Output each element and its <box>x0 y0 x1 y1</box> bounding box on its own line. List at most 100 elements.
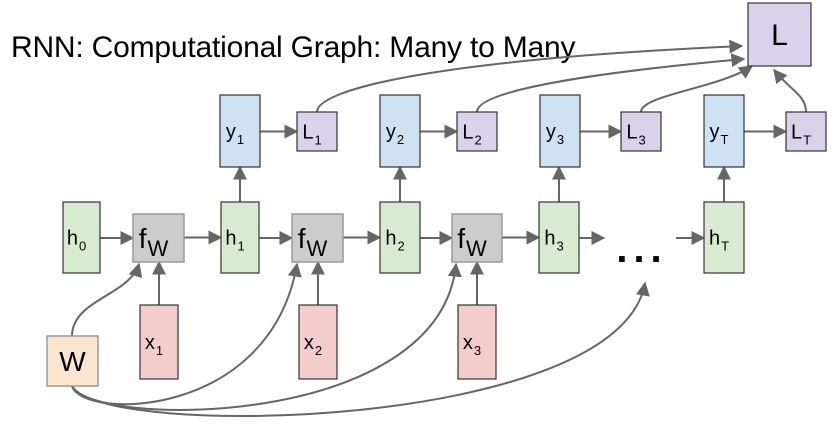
node-h0: h0 <box>62 201 101 274</box>
node-L1-subscript: 1 <box>314 133 321 148</box>
node-h3-box <box>538 201 580 274</box>
node-x3-symbol: x <box>463 332 473 354</box>
node-h0-subscript: 0 <box>79 239 86 254</box>
node-L-box <box>747 2 812 67</box>
node-f3-subscript: W <box>466 236 487 261</box>
node-yT-box <box>703 94 745 168</box>
node-f3: fW <box>451 213 503 263</box>
node-hT-symbol: h <box>709 228 720 250</box>
node-f1-label: fW <box>139 223 169 261</box>
node-LT-subscript: T <box>803 133 811 148</box>
node-h2: h2 <box>379 201 421 274</box>
node-LT: LT <box>785 111 827 152</box>
edge-W-to-f2 <box>71 262 302 406</box>
node-L: L <box>747 2 812 67</box>
node-L3-subscript: 3 <box>638 133 645 148</box>
node-L1: L1 <box>296 111 338 152</box>
node-x2-label: x2 <box>304 332 322 358</box>
node-f1: fW <box>132 213 185 263</box>
node-x3-box <box>457 304 497 380</box>
node-x3-subscript: 3 <box>474 343 481 358</box>
edge-L2-to-L <box>476 53 746 113</box>
node-f1-subscript: W <box>148 236 169 261</box>
node-h1-subscript: 1 <box>237 239 244 254</box>
node-x1-box <box>139 304 179 380</box>
node-LT-box <box>785 111 827 152</box>
node-h2-box <box>379 201 421 274</box>
node-y3-symbol: y <box>546 121 556 143</box>
node-f2-subscript: W <box>307 236 328 261</box>
node-f2-symbol: f <box>298 223 306 254</box>
node-L2: L2 <box>456 111 498 152</box>
node-h0-label: h0 <box>67 228 86 254</box>
node-yT-subscript: T <box>721 132 729 147</box>
node-h2-symbol: h <box>385 228 396 250</box>
node-W-symbol: W <box>59 346 86 377</box>
node-h1: h1 <box>220 201 260 274</box>
node-x2-box <box>298 304 338 380</box>
node-x1-subscript: 1 <box>156 343 163 358</box>
node-y2-label: y2 <box>386 121 404 147</box>
node-L2-symbol: L <box>462 122 473 144</box>
node-LT-symbol: L <box>791 122 802 144</box>
node-W-box <box>46 335 99 387</box>
node-L2-label: L2 <box>462 122 481 148</box>
diagram-title: RNN: Computational Graph: Many to Many <box>11 31 576 64</box>
node-f2-label: fW <box>298 223 328 261</box>
node-h1-symbol: h <box>225 228 236 250</box>
ellipsis-dots: ... <box>616 227 667 271</box>
node-h3-label: h3 <box>544 228 563 254</box>
edge-LT-to-L <box>773 68 807 113</box>
node-hT: hT <box>703 201 745 274</box>
node-y1-symbol: y <box>226 121 236 143</box>
node-h1-label: h1 <box>225 228 244 254</box>
edge-W-to-f1 <box>71 262 143 337</box>
node-f3-symbol: f <box>457 223 465 254</box>
node-x2: x2 <box>298 304 338 380</box>
node-L-symbol: L <box>771 19 788 52</box>
node-h3-symbol: h <box>544 228 555 250</box>
node-y3-label: y3 <box>546 121 564 147</box>
edge-L1-to-L <box>316 39 744 113</box>
node-hT-box <box>703 201 745 274</box>
node-W: W <box>46 335 99 387</box>
edges-layer <box>71 39 807 417</box>
node-h0-box <box>62 201 101 274</box>
node-L1-symbol: L <box>302 122 313 144</box>
node-L1-box <box>296 111 338 152</box>
node-y2-subscript: 2 <box>397 132 404 147</box>
node-W-label: W <box>59 346 86 377</box>
node-f1-box <box>132 213 185 263</box>
node-y2-box <box>379 94 421 168</box>
node-y3-subscript: 3 <box>557 132 564 147</box>
node-h0-symbol: h <box>67 228 78 250</box>
node-yT: yT <box>703 94 745 168</box>
node-x1-label: x1 <box>145 332 163 358</box>
node-h1-box <box>220 201 260 274</box>
node-x2-subscript: 2 <box>315 343 322 358</box>
node-x2-symbol: x <box>304 332 314 354</box>
node-x1: x1 <box>139 304 179 380</box>
node-L2-box <box>456 111 498 152</box>
node-L3-box <box>620 111 662 152</box>
node-h2-subscript: 2 <box>397 239 404 254</box>
node-yT-symbol: y <box>710 121 720 143</box>
edge-W-to-ellipsis <box>71 281 650 417</box>
node-hT-subscript: T <box>721 239 729 254</box>
node-LT-label: LT <box>791 122 811 148</box>
node-y1-box <box>219 94 261 168</box>
node-y1: y1 <box>219 94 261 168</box>
node-hT-label: hT <box>709 228 729 254</box>
node-y3: y3 <box>539 94 581 168</box>
node-f3-box <box>451 213 503 263</box>
node-h3-subscript: 3 <box>556 239 563 254</box>
node-x3-label: x3 <box>463 332 481 358</box>
node-x3: x3 <box>457 304 497 380</box>
node-y1-label: y1 <box>226 121 244 147</box>
node-L3-symbol: L <box>626 122 637 144</box>
node-f3-label: fW <box>457 223 487 261</box>
node-L-label: L <box>771 19 788 52</box>
node-f1-symbol: f <box>139 223 147 254</box>
